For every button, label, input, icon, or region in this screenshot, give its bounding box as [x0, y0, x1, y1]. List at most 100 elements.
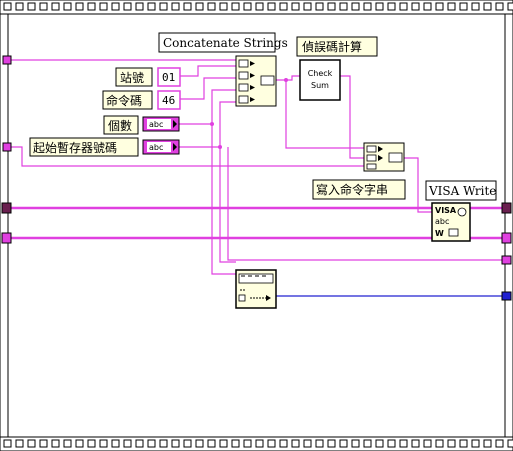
scan-from-string-node[interactable] [235, 269, 277, 309]
station-constant[interactable]: 站號 01 [115, 67, 181, 87]
count-terminal-text: abc [149, 120, 163, 129]
frame-sprocket [15, 439, 24, 448]
frame-sprocket [171, 2, 180, 11]
frame-sprocket [123, 2, 132, 11]
frame-sprocket [3, 439, 12, 448]
concat-label: Concatenate Strings [158, 32, 288, 53]
checksum-subvi[interactable]: Check Sum [299, 59, 341, 101]
frame-sprocket [411, 2, 420, 11]
tunnel-left-1 [2, 55, 12, 65]
tunnel-right-error [501, 232, 512, 244]
frame-sprocket [135, 2, 144, 11]
frame-sprocket [291, 439, 300, 448]
frame-sprocket [375, 439, 384, 448]
frame-sprockets-bottom [3, 439, 513, 448]
start-register-arrow-icon [173, 143, 177, 151]
visa-icon-line2: abc [435, 217, 449, 226]
frame-sprocket [243, 439, 252, 448]
frame-sprocket [327, 2, 336, 11]
frame-sprocket [99, 2, 108, 11]
string-wires [8, 59, 505, 275]
frame-sprocket [219, 439, 228, 448]
frame-sprocket [435, 439, 444, 448]
command-value: 46 [162, 94, 175, 107]
frame-sprocket [399, 2, 408, 11]
frame-sprocket [423, 2, 432, 11]
frame-sprocket [315, 439, 324, 448]
frame-sprocket [123, 439, 132, 448]
station-value: 01 [162, 71, 175, 84]
tunnel-left-2 [2, 142, 12, 152]
frame-sprocket [147, 439, 156, 448]
format-string-icon [238, 273, 274, 284]
write-command-label-text: 寫入命令字串 [316, 182, 388, 197]
frame-sprocket [339, 439, 348, 448]
frame-sprocket [447, 439, 456, 448]
frame-sprocket [267, 2, 276, 11]
frame-sprocket [207, 439, 216, 448]
command-constant[interactable]: 命令碼 46 [102, 90, 181, 110]
frame-sprocket [183, 439, 192, 448]
frame-sprocket [159, 2, 168, 11]
frame-sprocket [495, 2, 504, 11]
frame-sprockets-top [3, 2, 513, 11]
frame-sprocket [303, 439, 312, 448]
frame-sprocket [87, 2, 96, 11]
frame-sprocket [171, 439, 180, 448]
frame-sprocket [39, 439, 48, 448]
frame-sprocket [51, 439, 60, 448]
tunnel-left-resource [1, 202, 12, 214]
tunnel-right-string [501, 255, 512, 265]
frame-sprocket [219, 2, 228, 11]
start-register-terminal-text: abc [149, 143, 163, 152]
frame-sprocket [351, 2, 360, 11]
frame-sprocket [99, 439, 108, 448]
frame-sprocket [195, 2, 204, 11]
start-register-control[interactable]: 起始暫存器號碼 abc [29, 137, 180, 157]
concatenate-strings-node-2[interactable] [363, 142, 405, 172]
frame-sprocket [471, 2, 480, 11]
frame-sprocket [183, 2, 192, 11]
frame-sprocket [399, 439, 408, 448]
frame-sprocket [291, 2, 300, 11]
frame-sprocket [15, 2, 24, 11]
frame-sprocket [423, 439, 432, 448]
concat2-output-icon [388, 152, 403, 163]
frame-sprocket [231, 2, 240, 11]
visa-write-node[interactable]: VISA abc W [431, 202, 471, 242]
frame-sprocket [459, 2, 468, 11]
frame-sprocket [507, 2, 513, 11]
frame-sprocket [51, 2, 60, 11]
visa-clock-icon [457, 207, 467, 217]
visa-icon-line1: VISA [435, 206, 457, 215]
frame-sprocket [111, 439, 120, 448]
frame-sprocket [39, 2, 48, 11]
frame-sprocket [111, 2, 120, 11]
frame-sprocket [231, 439, 240, 448]
concatenate-strings-node[interactable] [235, 55, 277, 107]
tunnel-left-error [1, 232, 12, 244]
frame-sprocket [375, 2, 384, 11]
tunnel-right-resource [501, 202, 512, 214]
checksum-line1: Check [308, 69, 333, 78]
frame-sprocket [387, 2, 396, 11]
frame-tunnels [1, 55, 512, 301]
frame-sprocket [363, 439, 372, 448]
frame-sprocket [255, 2, 264, 11]
frame-sprocket [435, 2, 444, 11]
count-arrow-icon [173, 120, 177, 128]
visa-buffer-icon [448, 228, 459, 237]
frame-sprocket [279, 439, 288, 448]
frame-sprocket [459, 439, 468, 448]
frame-sprocket [351, 439, 360, 448]
frame-sprocket [447, 2, 456, 11]
count-control[interactable]: 個數 abc [103, 115, 180, 135]
wire-junctions [210, 78, 288, 149]
visa-write-label-text: VISA Write [428, 184, 496, 198]
frame-sprocket [27, 439, 36, 448]
frame-sprocket [411, 439, 420, 448]
frame-sprocket [279, 2, 288, 11]
frame-sprocket [147, 2, 156, 11]
frame-sprocket [255, 439, 264, 448]
